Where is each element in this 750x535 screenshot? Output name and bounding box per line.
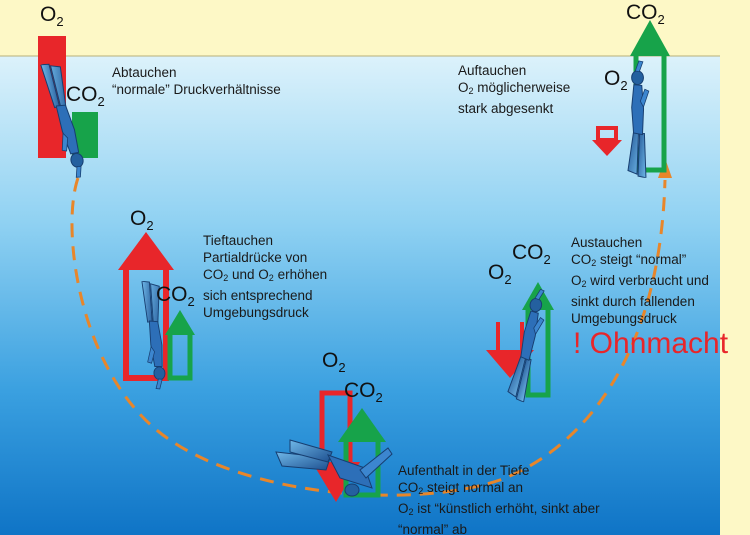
- austauchen-text: Austauchen CO2 steigt “normal” O2 wird v…: [571, 234, 709, 327]
- o2-label-aufenthalt: O2: [322, 349, 346, 376]
- co2-label-auftauchen: CO2: [626, 1, 665, 28]
- austauchen-line2: CO2 steigt “normal”: [571, 252, 687, 268]
- o2-arrow-down-auftauchen: [592, 126, 622, 156]
- abtauchen-text: Abtauchen “normale” Druckverhältnisse: [112, 64, 281, 98]
- austauchen-line4: sinkt durch fallenden: [571, 294, 695, 309]
- aufenthalt-line4: “normal” ab: [398, 522, 468, 535]
- dive-path: [70, 177, 667, 497]
- tieftauchen-line2: Partialdrücke von: [203, 250, 308, 265]
- aufenthalt-title: Aufenthalt in der Tiefe: [398, 463, 530, 478]
- auftauchen-text: Auftauchen O2 möglicherweise stark abges…: [458, 62, 570, 117]
- abtauchen-title: Abtauchen: [112, 65, 177, 80]
- austauchen-title: Austauchen: [571, 235, 643, 250]
- blackout-warning: ! Ohnmacht: [573, 327, 729, 360]
- tieftauchen-line3: CO2 und O2 erhöhen: [203, 267, 328, 283]
- auftauchen-line3: stark abgesenkt: [458, 101, 554, 116]
- co2-label-abtauchen: CO2: [66, 83, 105, 110]
- tieftauchen-text: Tieftauchen Partialdrücke von CO2 und O2…: [203, 232, 327, 321]
- co2-arrow-up-tieftauchen: [165, 310, 195, 381]
- co2-label-tieftauchen: CO2: [156, 283, 195, 310]
- co2-label-austauchen: CO2: [512, 241, 551, 268]
- o2-label-auftauchen: O2: [604, 67, 628, 94]
- o2-arrow-up-tieftauchen: [118, 232, 174, 381]
- auftauchen-line2: O2 möglicherweise: [458, 80, 571, 96]
- auftauchen-title: Auftauchen: [458, 63, 527, 78]
- austauchen-line3: O2 wird verbraucht und: [571, 273, 709, 289]
- tieftauchen-title: Tieftauchen: [203, 233, 274, 248]
- o2-label-austauchen: O2: [488, 261, 512, 288]
- diver-icon: [275, 439, 393, 497]
- aufenthalt-line2: CO2 steigt normal an: [398, 480, 524, 496]
- austauchen-line5: Umgebungsdruck: [571, 311, 677, 326]
- abtauchen-desc: “normale” Druckverhältnisse: [112, 82, 281, 97]
- tieftauchen-line4: sich entsprechend: [203, 288, 313, 303]
- o2-label-tieftauchen: O2: [130, 207, 154, 234]
- co2-label-aufenthalt: CO2: [344, 379, 383, 406]
- aufenthalt-line3: O2 ist “künstlich erhöht, sinkt aber: [398, 501, 600, 517]
- aufenthalt-text: Aufenthalt in der Tiefe CO2 steigt norma…: [398, 462, 600, 535]
- tieftauchen-line5: Umgebungsdruck: [203, 305, 309, 320]
- o2-label-abtauchen: O2: [40, 3, 64, 30]
